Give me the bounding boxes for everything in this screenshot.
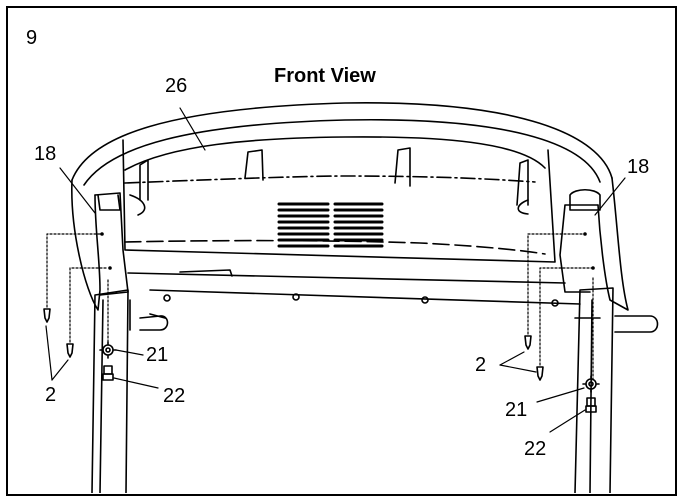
vent-grille-left bbox=[277, 202, 330, 248]
side-panel-right bbox=[97, 177, 629, 311]
mounting-holes bbox=[100, 232, 595, 270]
vent-grille-right bbox=[333, 202, 384, 248]
upright-left bbox=[91, 289, 129, 493]
star-washer-icon bbox=[99, 341, 600, 393]
alignment-lines-right bbox=[527, 233, 594, 381]
label-part-21-left: 21 bbox=[146, 344, 168, 366]
label-part-2-left: 2 bbox=[45, 384, 56, 406]
upright-crossbar bbox=[127, 269, 659, 333]
upright-right bbox=[574, 287, 614, 493]
alignment-lines-left bbox=[46, 233, 109, 346]
label-part-18-right: 18 bbox=[627, 156, 649, 178]
label-part-18-left: 18 bbox=[34, 143, 56, 165]
label-part-21-right: 21 bbox=[505, 399, 527, 421]
side-panel-left bbox=[71, 179, 129, 311]
step-number: 9 bbox=[26, 27, 37, 49]
diagram-title: Front View bbox=[274, 65, 376, 87]
leader-lines bbox=[45, 107, 626, 433]
label-part-22-left: 22 bbox=[163, 385, 185, 407]
console-hood bbox=[71, 102, 613, 263]
screw-icon bbox=[43, 308, 544, 381]
label-part-2-right: 2 bbox=[475, 354, 486, 376]
label-part-22-right: 22 bbox=[524, 438, 546, 460]
bolt-icon bbox=[102, 365, 597, 413]
instruction-step-frame bbox=[6, 6, 677, 496]
label-part-26: 26 bbox=[165, 75, 187, 97]
